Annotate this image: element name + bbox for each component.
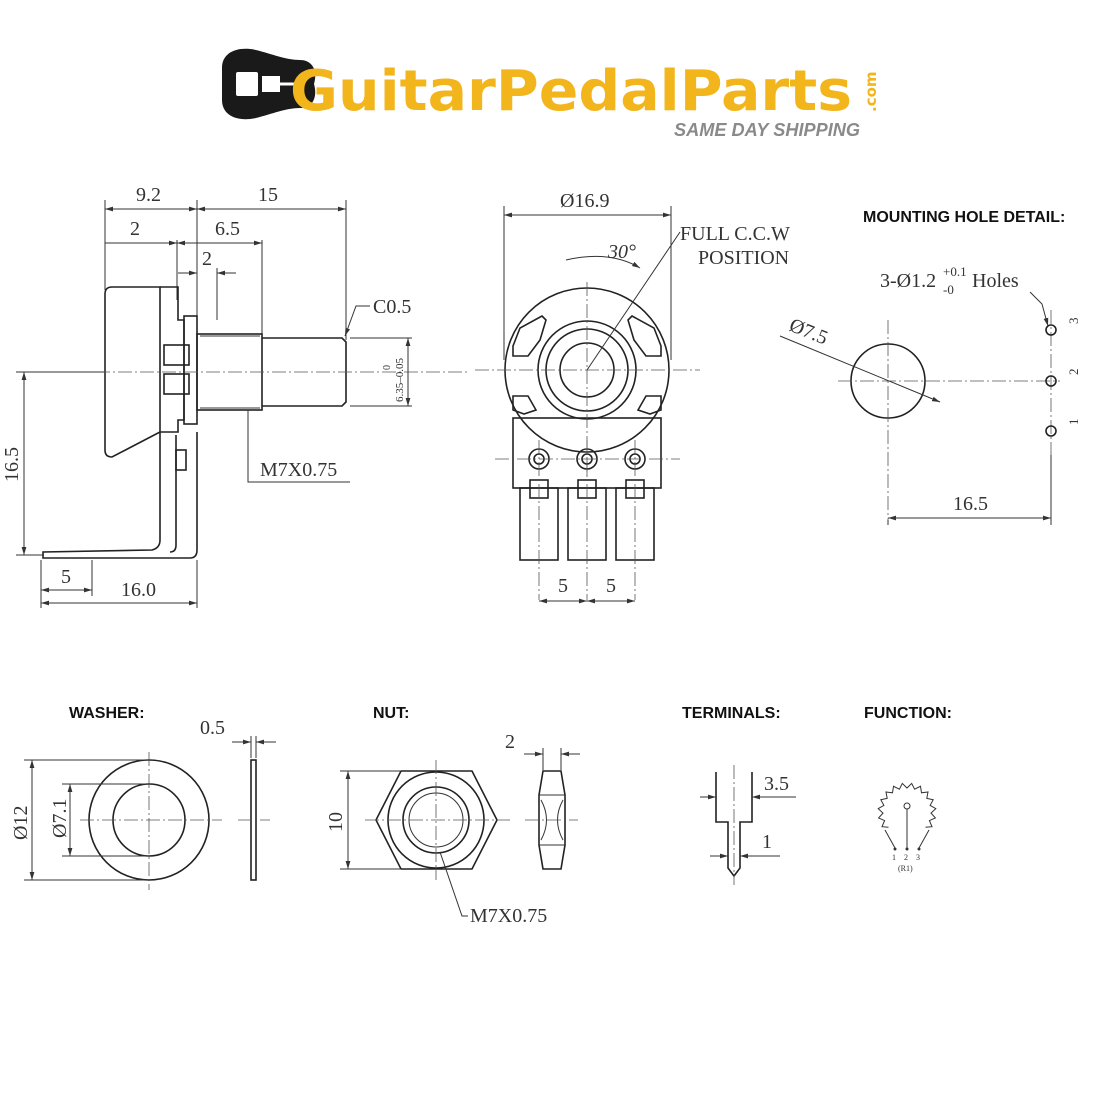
brand-tagline: SAME DAY SHIPPING [674, 120, 860, 140]
brand-logo: GuitarPedalParts .com SAME DAY SHIPPING [222, 48, 880, 140]
dim-body-depth: 9.2 [136, 184, 161, 206]
nut-thickness: 2 [505, 731, 515, 753]
shaft-tolerance: 0 [382, 365, 393, 370]
pin-spacing-1: 5 [558, 575, 568, 597]
hole-diameter: Ø7.5 [786, 314, 831, 349]
holes-tol-lower: -0 [943, 282, 954, 297]
dim-shaft-length: 15 [258, 184, 278, 206]
front-diameter: Ø16.9 [560, 190, 609, 212]
terminal-tip: 1 [762, 831, 772, 853]
pin-label-1: 1 [1066, 419, 1081, 426]
washer-detail: WASHER: Ø12 Ø7.1 0.5 [10, 705, 276, 890]
guitar-pedal-icon [222, 48, 316, 120]
svg-text:3-Ø1.2: 3-Ø1.2 [880, 270, 936, 292]
mounting-heading: MOUNTING HOLE DETAIL: [863, 209, 1065, 226]
function-label: (R1) [898, 864, 913, 873]
terminals-heading: TERMINALS: [682, 705, 781, 722]
nut-width: 10 [325, 812, 347, 832]
function-detail: FUNCTION: 1 2 3 (R1) [864, 705, 952, 873]
brand-name: GuitarPedalParts [290, 59, 852, 124]
potentiometer-symbol-icon [877, 782, 937, 851]
ccw-note-line2: POSITION [698, 247, 789, 269]
mounting-hole-detail: MOUNTING HOLE DETAIL: 3-Ø1.2 +0.1 -0 Hol… [779, 209, 1081, 525]
function-pin-2: 2 [904, 853, 908, 862]
nut-detail: NUT: 10 M7X0.75 2 [325, 705, 580, 927]
washer-thickness: 0.5 [200, 717, 225, 739]
washer-heading: WASHER: [69, 705, 145, 722]
dim-flange: 2 [130, 218, 140, 240]
function-pin-1: 1 [892, 853, 896, 862]
holes-suffix: Holes [972, 270, 1019, 292]
side-thread-label: M7X0.75 [260, 459, 337, 481]
ccw-angle: 30° [607, 241, 636, 263]
dim-total-length: 16.0 [121, 579, 156, 601]
shaft-diameter: 6.35–0.05 [394, 358, 406, 403]
chamfer-label: C0.5 [373, 296, 411, 318]
nut-heading: NUT: [373, 705, 409, 722]
mount-offset: 16.5 [953, 493, 988, 515]
holes-tol-upper: +0.1 [943, 264, 967, 279]
dim-height: 16.5 [1, 447, 23, 482]
terminals-detail: TERMINALS: 3.5 1 [682, 705, 796, 885]
pin-label-3: 3 [1066, 318, 1081, 325]
ccw-note-line1: FULL C.C.W [680, 223, 790, 245]
washer-outer: Ø12 [10, 806, 32, 840]
side-view: 9.2 15 2 6.5 2 C0.5 0 6.35–0.05 M7X0.75 [1, 184, 470, 608]
pin-label-2: 2 [1066, 369, 1081, 376]
function-pin-3: 3 [916, 853, 920, 862]
front-view: Ø16.9 30° FULL C.C.W POSITION 5 [475, 190, 790, 604]
dim-key: 2 [202, 248, 212, 270]
nut-thread: M7X0.75 [470, 905, 547, 927]
washer-inner: Ø7.1 [49, 799, 71, 838]
brand-tld: .com [862, 71, 880, 112]
dim-thread-length: 6.5 [215, 218, 240, 240]
holes-prefix: 3-Ø1.2 [880, 270, 936, 292]
dim-foot: 5 [61, 566, 71, 588]
terminal-width: 3.5 [764, 773, 789, 795]
pin-spacing-2: 5 [606, 575, 616, 597]
function-heading: FUNCTION: [864, 705, 952, 722]
